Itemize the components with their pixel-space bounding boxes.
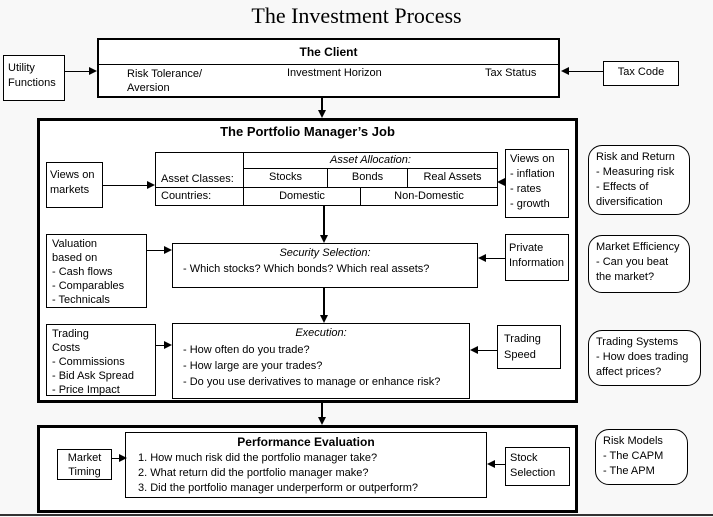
performance-question-1: 1. How much risk did the portfolio manag… <box>138 452 378 464</box>
note-bubble-risk-and-return: Risk and Return - Measuring risk - Effec… <box>588 145 690 215</box>
performance-title: Performance Evaluation <box>237 435 375 449</box>
security-selection-box: Security Selection: - Which stocks? Whic… <box>172 243 478 288</box>
country-non-domestic: Non-Domestic <box>394 190 464 202</box>
performance-question-3: 3. Did the portfolio manager underperfor… <box>138 482 419 494</box>
stock-selection-box: Stock Selection <box>505 447 570 486</box>
asset-class-stocks: Stocks <box>244 169 328 187</box>
execution-question-1: - How often do you trade? <box>183 344 310 356</box>
views-on-markets-box: Views on markets <box>46 162 103 208</box>
execution-question-2: - How large are your trades? <box>183 360 323 372</box>
execution-box: Execution: - How often do you trade? - H… <box>172 323 470 399</box>
performance-question-2: 2. What return did the portfolio manager… <box>138 467 369 479</box>
execution-question-3: - Do you use derivatives to manage or en… <box>183 376 441 388</box>
client-title: The Client <box>99 40 558 65</box>
note-bubble-risk-models: Risk Models - The CAPM - The APM <box>595 429 688 485</box>
trading-costs-box: Trading Costs - Commissions - Bid Ask Sp… <box>46 324 156 396</box>
pm-job-title: The Portfolio Manager’s Job <box>220 124 395 139</box>
client-item-tax-status: Tax Status <box>485 67 537 79</box>
execution-title: Execution: <box>295 327 347 339</box>
countries-label: Countries: <box>156 188 244 205</box>
note-bubble-market-efficiency: Market Efficiency - Can you beat the mar… <box>588 235 690 293</box>
page-title: The Investment Process <box>251 3 462 28</box>
valuation-box: Valuation based on - Cash flows - Compar… <box>46 234 147 308</box>
asset-class-bonds: Bonds <box>328 169 408 187</box>
market-timing-box: Market Timing <box>57 449 112 480</box>
trading-speed-box: Trading Speed <box>497 325 561 369</box>
client-item-risk-tolerance: Risk Tolerance/ Aversion <box>127 68 202 94</box>
asset-allocation-title: Asset Allocation: <box>244 153 497 169</box>
security-selection-question: - Which stocks? Which bonds? Which real … <box>183 263 430 275</box>
client-box: The Client Risk Tolerance/ Aversion Inve… <box>97 38 560 98</box>
client-item-investment-horizon: Investment Horizon <box>287 67 382 79</box>
views-on-macro-box: Views on - inflation - rates - growth <box>505 149 569 218</box>
private-information-box: Private Information <box>505 234 569 281</box>
asset-classes-label: Asset Classes: <box>156 153 244 187</box>
country-domestic: Domestic <box>244 188 361 205</box>
note-bubble-trading-systems: Trading Systems - How does trading affec… <box>588 330 701 386</box>
asset-allocation-table: Asset Classes: Asset Allocation: Stocks … <box>155 152 498 206</box>
security-selection-title: Security Selection: <box>279 247 371 259</box>
utility-functions-box: Utility Functions <box>3 55 65 101</box>
tax-code-box: Tax Code <box>603 61 679 86</box>
page-bottom-border <box>0 514 713 516</box>
performance-inner-box: Performance Evaluation 1. How much risk … <box>125 432 487 498</box>
asset-class-real-assets: Real Assets <box>423 171 482 183</box>
